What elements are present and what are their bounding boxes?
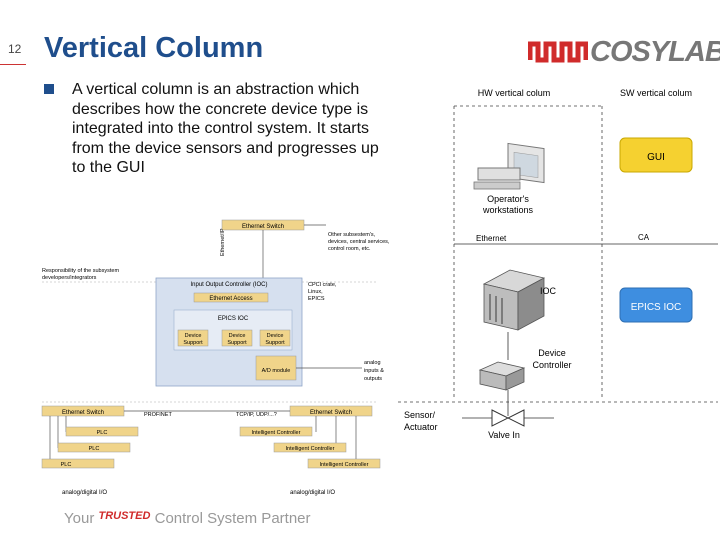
device-controller-line-1: Device <box>538 348 566 358</box>
left-architecture-diagram: Ethernet Switch Ethernet/IP Other subses… <box>41 219 390 496</box>
company-logo: COSYLAB <box>590 36 720 68</box>
footer-prefix: Your <box>64 510 95 527</box>
ethernet-label: Ethernet <box>476 234 507 243</box>
io-right-label: analog/digital I/O <box>290 490 335 496</box>
intelligent-controller-box-1 <box>239 426 313 437</box>
plc-1-label: PLC <box>97 430 108 436</box>
intelligent-controller-box-2 <box>273 442 347 453</box>
epics-ioc-label: EPICS IOC <box>218 316 249 322</box>
operator-label-line-1: Operator's <box>487 194 529 204</box>
other-subsystems-line-1: Other subsestem's, <box>328 232 376 238</box>
gui-box <box>619 137 693 173</box>
bullet-text: A vertical column is an abstraction whic… <box>72 81 379 176</box>
ethernet-access-label: Ethernet Access <box>209 296 252 302</box>
analog-note-line-1: analog <box>364 360 381 366</box>
cpu-note-line-3: EPICS <box>308 296 325 302</box>
plc-box-1 <box>65 426 139 437</box>
analog-note-line-2: inputs & <box>364 368 384 374</box>
device-controller-icon <box>478 361 526 391</box>
other-subsystems-line-3: control room, etc. <box>328 246 371 252</box>
ioc-server-icon <box>482 269 546 331</box>
plc-2-label: PLC <box>89 446 100 452</box>
responsibility-line-2: developers/integrators <box>42 275 97 281</box>
cpu-note-line-1: CPCI crate, <box>308 282 337 288</box>
intelligent-controller-box-3 <box>307 458 381 469</box>
sensor-label-line-1: Sensor/ <box>404 410 436 420</box>
device-support-1-line-2: Support <box>183 340 203 346</box>
sensor-label-line-2: Actuator <box>404 422 438 432</box>
ad-module-label: A/D module <box>262 368 291 374</box>
footer-tagline: Your TRUSTED Control System Partner <box>64 510 311 527</box>
ioc-header-label: Input Output Controller (IOC) <box>190 282 267 288</box>
plc-3-label: PLC <box>61 462 72 468</box>
intelligent-controller-1-label: Intelligent Controller <box>252 430 301 436</box>
ioc-label: IOC <box>540 286 557 296</box>
valve-icon <box>462 409 554 427</box>
io-left-label: analog/digital I/O <box>62 490 107 496</box>
responsibility-line-1: Responsibility of the subsystem <box>42 268 119 274</box>
plc-box-3 <box>41 458 115 469</box>
slide-title: Vertical Column <box>44 32 264 64</box>
tcpip-label: TCP/IP, UDP/...? <box>236 412 277 418</box>
ethernet-switch-right-label: Ethernet Switch <box>310 410 352 416</box>
ethernet-access-box <box>193 292 269 303</box>
analog-note-line-3: outputs <box>364 376 382 382</box>
bullet-marker <box>44 84 54 94</box>
device-support-3-line-1: Device <box>267 333 284 339</box>
device-support-2-line-2: Support <box>227 340 247 346</box>
sw-column-header: SW vertical colum <box>620 88 692 98</box>
footer-trusted: TRUSTED <box>98 510 151 522</box>
valve-label: Valve In <box>488 430 520 440</box>
ethernet-ip-label: Ethernet/IP <box>220 228 226 256</box>
ad-module-box <box>255 355 297 381</box>
device-support-2-line-1: Device <box>229 333 246 339</box>
device-support-box-1 <box>177 329 209 347</box>
hw-column-header: HW vertical colum <box>478 88 551 98</box>
intelligent-controller-2-label: Intelligent Controller <box>286 446 335 452</box>
plc-box-2 <box>57 442 131 453</box>
device-support-3-line-2: Support <box>265 340 285 346</box>
cosylab-wave-icon <box>528 41 588 63</box>
slide-number-rule <box>0 64 26 65</box>
epics-ioc-label: EPICS IOC <box>631 302 682 313</box>
gui-label: GUI <box>647 152 665 163</box>
intelligent-controller-3-label: Intelligent Controller <box>320 462 369 468</box>
epics-ioc-box <box>619 287 693 323</box>
slide-number: 12 <box>8 42 22 56</box>
footer-suffix: Control System Partner <box>154 510 311 527</box>
cpu-note-line-2: Linux, <box>308 289 323 295</box>
ethernet-switch-left-label: Ethernet Switch <box>62 410 104 416</box>
right-vertical-column-diagram: HW vertical colum SW vertical colum Oper… <box>398 88 718 440</box>
workstation-icon <box>473 142 545 190</box>
device-support-1-line-1: Device <box>185 333 202 339</box>
other-subsystems-line-2: devices, central services, <box>328 239 390 245</box>
profinet-label: PROFINET <box>144 412 172 418</box>
device-controller-line-2: Controller <box>532 360 571 370</box>
device-support-box-3 <box>259 329 291 347</box>
ca-label: CA <box>638 233 650 242</box>
operator-label-line-2: workstations <box>482 205 534 215</box>
device-support-box-2 <box>221 329 253 347</box>
ethernet-switch-top-label: Ethernet Switch <box>242 224 284 230</box>
